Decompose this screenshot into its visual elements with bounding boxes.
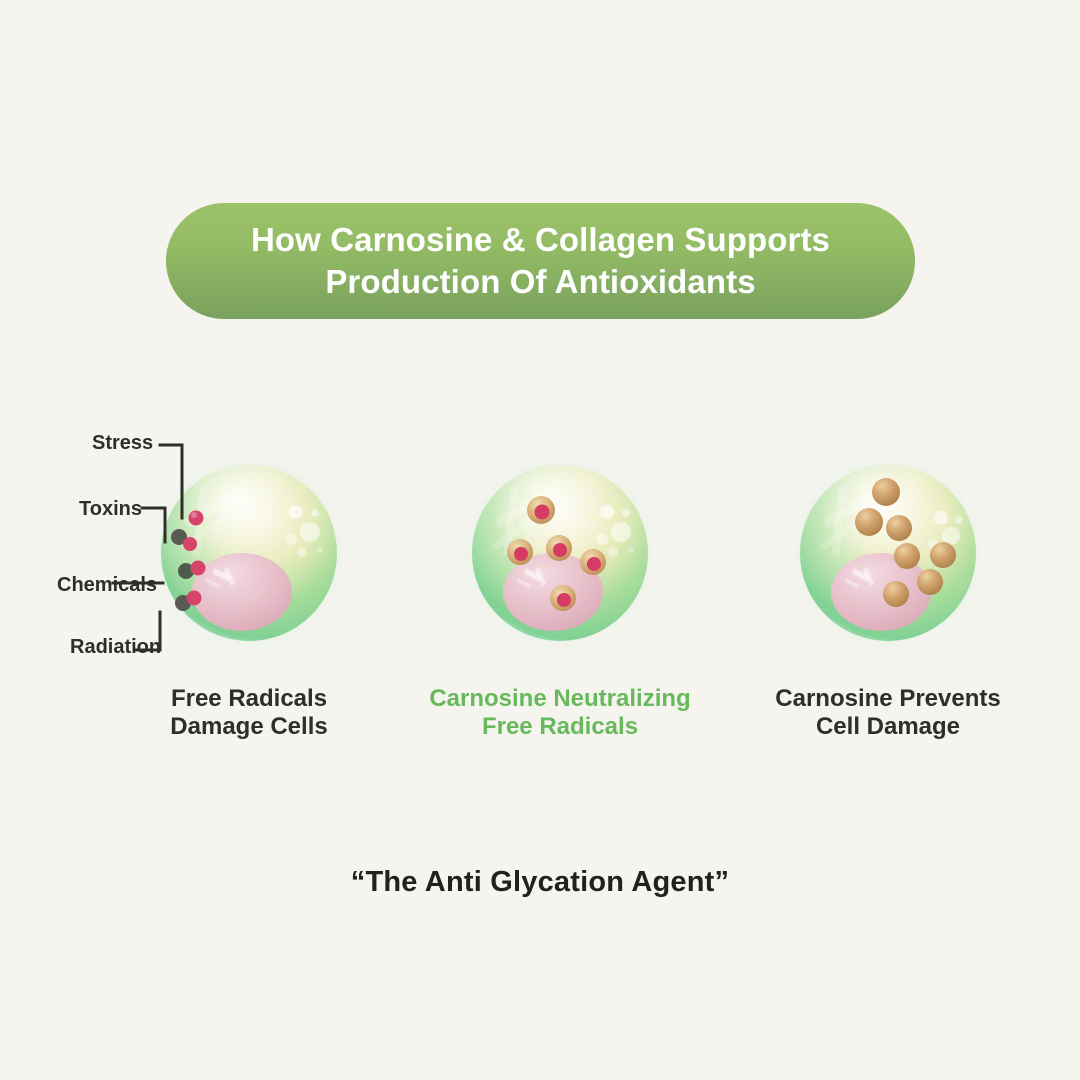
callout-label-chemicals: Chemicals	[57, 574, 158, 596]
cell-illustration-protected	[773, 440, 1003, 670]
cell-illustration-damaged	[134, 440, 364, 670]
free-radical-dots	[171, 510, 206, 611]
cell-panel-protected: Carnosine Prevents Cell Damage	[718, 440, 1058, 760]
cell-illustration-neutralizing	[445, 440, 675, 670]
tagline: “The Anti Glycation Agent”	[350, 866, 730, 898]
cell-diagram-row: Free Radicals Damage Cells	[0, 440, 1080, 760]
title-banner: How Carnosine & Collagen Supports Produc…	[166, 203, 915, 319]
neutralizing-radical-dots	[507, 496, 606, 611]
callout-label-stress: Stress	[92, 432, 154, 454]
callout-label-radiation: Radiation	[70, 636, 162, 658]
callout-group: Stress Toxins Chemicals Radiation	[0, 420, 400, 690]
cell-panel-neutralizing: Carnosine Neutralizing Free Radicals	[390, 440, 730, 760]
callout-leader-lines	[111, 443, 184, 652]
callout-label-toxins: Toxins	[79, 498, 142, 520]
cell-panel-free-radicals: Free Radicals Damage Cells	[79, 440, 419, 760]
page-title: How Carnosine & Collagen Supports Produc…	[250, 220, 830, 300]
neutralized-radical-dots	[855, 478, 956, 607]
cell-caption-protected: Carnosine Prevents Cell Damage	[775, 685, 1001, 740]
cell-caption-free-radicals: Free Radicals Damage Cells	[170, 685, 328, 740]
cell-caption-neutralizing: Carnosine Neutralizing Free Radicals	[429, 685, 691, 740]
